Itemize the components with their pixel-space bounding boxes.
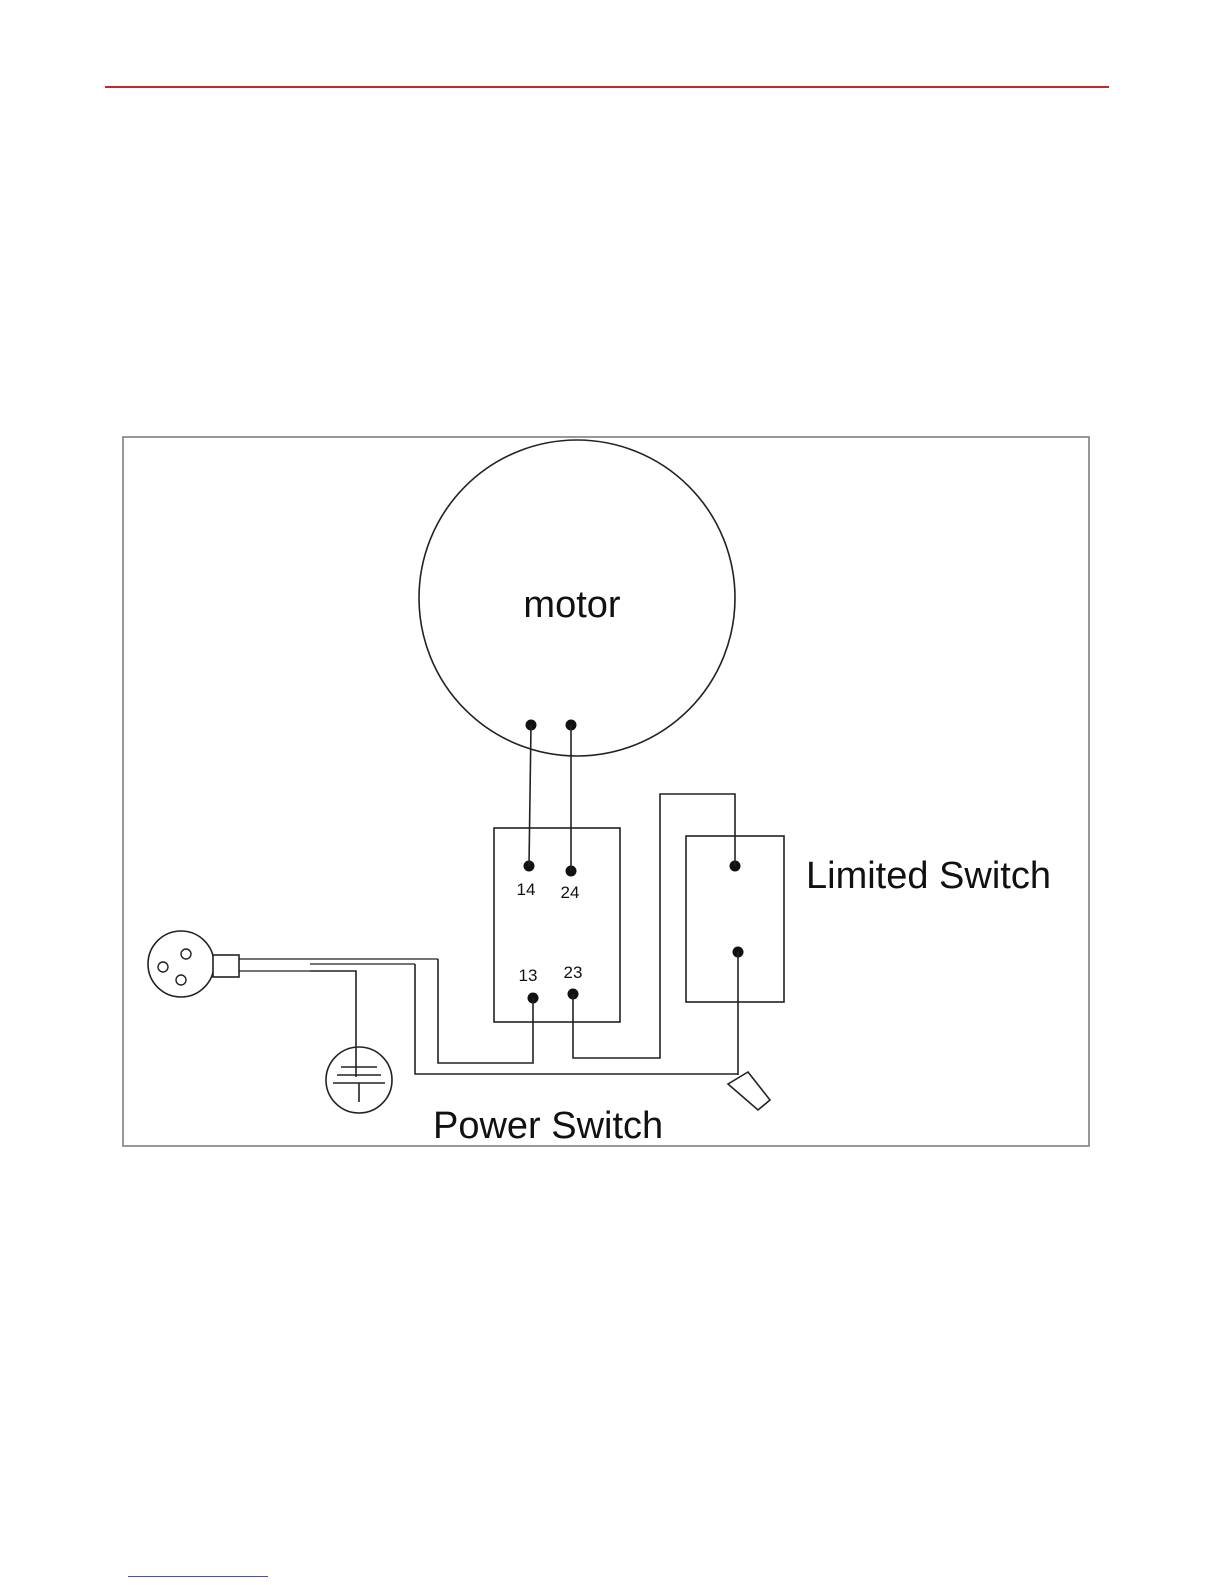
plug-pin-3 [176, 975, 186, 985]
plug-collar [213, 955, 239, 977]
power-switch-label: Power Switch [433, 1105, 663, 1147]
relay-box [494, 828, 620, 1022]
terminal-13-label: 13 [519, 966, 538, 985]
ground-symbol [326, 1047, 392, 1113]
terminal-24-label: 24 [561, 883, 580, 902]
wire-23-to-limited-switch [573, 794, 735, 1058]
plug-pin-2 [181, 949, 191, 959]
footer-link-rule [128, 1576, 268, 1577]
terminal-14-label: 14 [517, 880, 536, 899]
wire-motor-to-14 [529, 725, 531, 866]
wire-plug-to-ground [310, 971, 356, 1077]
indicator-lamp-icon [728, 1072, 770, 1110]
motor-label: motor [523, 584, 620, 626]
plug-pin-1 [158, 962, 168, 972]
terminal-23-label: 23 [564, 963, 583, 982]
power-plug [148, 931, 214, 997]
limited-switch-label: Limited Switch [806, 855, 1051, 897]
diagram-frame [123, 437, 1089, 1146]
